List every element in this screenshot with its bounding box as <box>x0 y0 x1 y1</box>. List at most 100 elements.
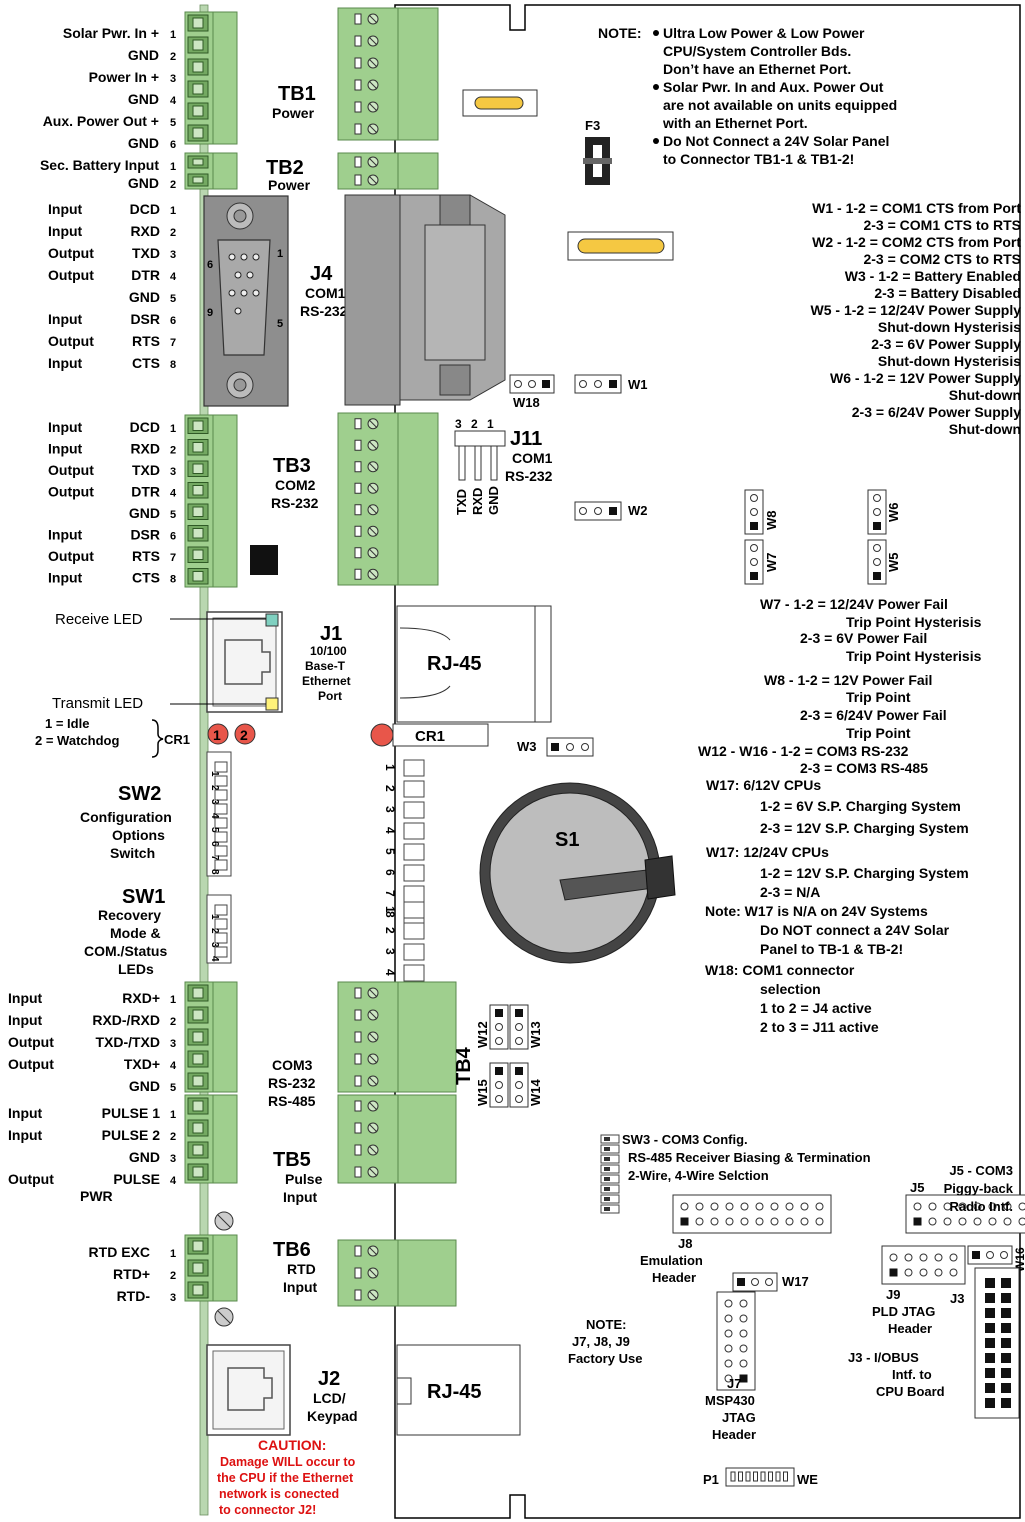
pin-signal: DTR <box>131 267 160 283</box>
j5-header-pin <box>988 1202 997 1211</box>
r-tb5-slot <box>354 1122 362 1134</box>
j5-header[interactable] <box>905 1194 1025 1234</box>
tb3-plug[interactable] <box>184 414 238 588</box>
r-tb6-right <box>397 1239 457 1307</box>
j5-title: Piggy-back <box>944 1181 1014 1196</box>
j2-sub1: LCD/ <box>313 1390 346 1406</box>
caution-line-2: the CPU if the Ethernet <box>217 1471 354 1485</box>
tb2-pin-face <box>192 158 204 166</box>
w8-jumper-pin <box>750 508 758 516</box>
j1-ethernet-jack[interactable] <box>206 611 283 713</box>
r-tb1-slot <box>354 123 362 135</box>
pin-num: 5 <box>170 293 176 305</box>
pin-signal: GND <box>129 505 160 521</box>
sw2-toggle-3[interactable] <box>214 789 228 801</box>
j4-face <box>217 239 271 356</box>
sw2-r-num: 8 <box>383 911 397 918</box>
pin-num: 2 <box>170 1131 176 1143</box>
sw2-r-pad <box>403 759 425 777</box>
pin-num: 1 <box>170 1248 176 1260</box>
w13-jumper-pin <box>515 1037 523 1045</box>
r-tb4-slot <box>354 1075 362 1087</box>
sw3-knob <box>604 1187 610 1191</box>
tb2-plug[interactable] <box>184 152 238 190</box>
sw2-line-2: Options <box>112 827 165 843</box>
j9-header[interactable] <box>881 1245 966 1285</box>
sw2-r-num: 6 <box>383 869 397 876</box>
r-tb1-screw-slot <box>368 58 378 68</box>
tb5-plug[interactable] <box>184 1094 238 1184</box>
s1-battery-holder[interactable] <box>479 782 676 964</box>
r-tb5-screw-slot <box>368 1145 378 1155</box>
j5-header-pin <box>973 1217 982 1226</box>
j8-header-pin <box>695 1217 704 1226</box>
j3-pin <box>1001 1353 1011 1363</box>
jumper-note-mid: W7 - 1-2 = 12/24V Power Fail <box>760 596 948 612</box>
sw2-toggle-7[interactable] <box>214 845 228 857</box>
sw1-toggle-1[interactable] <box>214 904 228 916</box>
tb1-pin-face <box>192 39 204 51</box>
p1-we: WE <box>797 1472 818 1487</box>
header-blocks[interactable] <box>672 1194 1025 1419</box>
sw2-num: 1 <box>209 771 220 777</box>
r-tb4-screw-slot <box>368 1032 378 1042</box>
j8-header[interactable] <box>672 1194 832 1234</box>
j9-header-pin <box>904 1268 913 1277</box>
sw1-line-1: Recovery <box>98 907 161 923</box>
pin-signal: RXD-/RXD <box>92 1012 160 1028</box>
j11-pin-2: 2 <box>471 417 478 431</box>
j7-header[interactable] <box>716 1291 756 1391</box>
com3-line-2: RS-232 <box>268 1075 316 1091</box>
tb1-plug[interactable] <box>184 11 238 145</box>
sw2-toggle-1[interactable] <box>214 761 228 773</box>
sw1-toggle-3[interactable] <box>214 932 228 944</box>
sw2-toggle-6[interactable] <box>214 831 228 843</box>
j3-pin <box>985 1293 995 1303</box>
sw2-toggle-2[interactable] <box>214 775 228 787</box>
j11-header[interactable] <box>454 430 506 447</box>
sw2-toggle-8[interactable] <box>214 859 228 871</box>
j7-name: J7 <box>727 1376 741 1391</box>
jumpers[interactable] <box>489 374 1013 1292</box>
j4-pin <box>228 253 236 261</box>
pin-direction: Output <box>8 1171 54 1187</box>
w16-label: W16 <box>1013 1247 1025 1272</box>
r-tb4-slot <box>354 1031 362 1043</box>
jumper-note-mid: W17: 6/12V CPUs <box>706 777 821 793</box>
w15-jumper-pin <box>495 1081 503 1089</box>
j2-rj45-jack[interactable] <box>206 1344 291 1436</box>
tb6-plug[interactable] <box>184 1234 238 1302</box>
w5-jumper-pin <box>873 558 881 566</box>
transmit-led-label: Transmit LED <box>52 695 143 712</box>
r-tb3-screw-slot <box>368 440 378 450</box>
pin-direction: Input <box>48 419 83 435</box>
j8-header-pin <box>755 1202 764 1211</box>
j11-sub2: RS-232 <box>505 468 553 484</box>
sw3-knob <box>604 1197 610 1201</box>
r-tb3-screw-slot <box>368 548 378 558</box>
sw2-toggle-4[interactable] <box>214 803 228 815</box>
pin-signal: GND <box>129 289 160 305</box>
sw1-toggle-4[interactable] <box>214 946 228 958</box>
sw2-toggle-5[interactable] <box>214 817 228 829</box>
j4-rear-body <box>344 194 506 406</box>
com3-plug[interactable] <box>184 981 238 1093</box>
note-bullet <box>653 138 659 144</box>
j1-line-3: Ethernet <box>302 674 351 688</box>
sw1-toggle-2[interactable] <box>214 918 228 930</box>
pin-num: 2 <box>170 445 176 457</box>
com3-body <box>212 981 238 1093</box>
j7-header-pin <box>724 1299 733 1308</box>
com3-pin-face <box>192 1075 204 1087</box>
r-tb1-right <box>397 7 439 141</box>
sw2-num: 3 <box>209 799 220 805</box>
w3-label: W3 <box>517 739 537 754</box>
tb5-pin-face <box>192 1122 204 1134</box>
j4-db9-connector[interactable] <box>203 195 289 407</box>
rj45-top-jack <box>396 605 552 723</box>
j3-header[interactable] <box>974 1267 1020 1419</box>
tb1-pin-face <box>192 127 204 139</box>
j4-pin <box>228 289 236 297</box>
com3-line-3: RS-485 <box>268 1093 316 1109</box>
